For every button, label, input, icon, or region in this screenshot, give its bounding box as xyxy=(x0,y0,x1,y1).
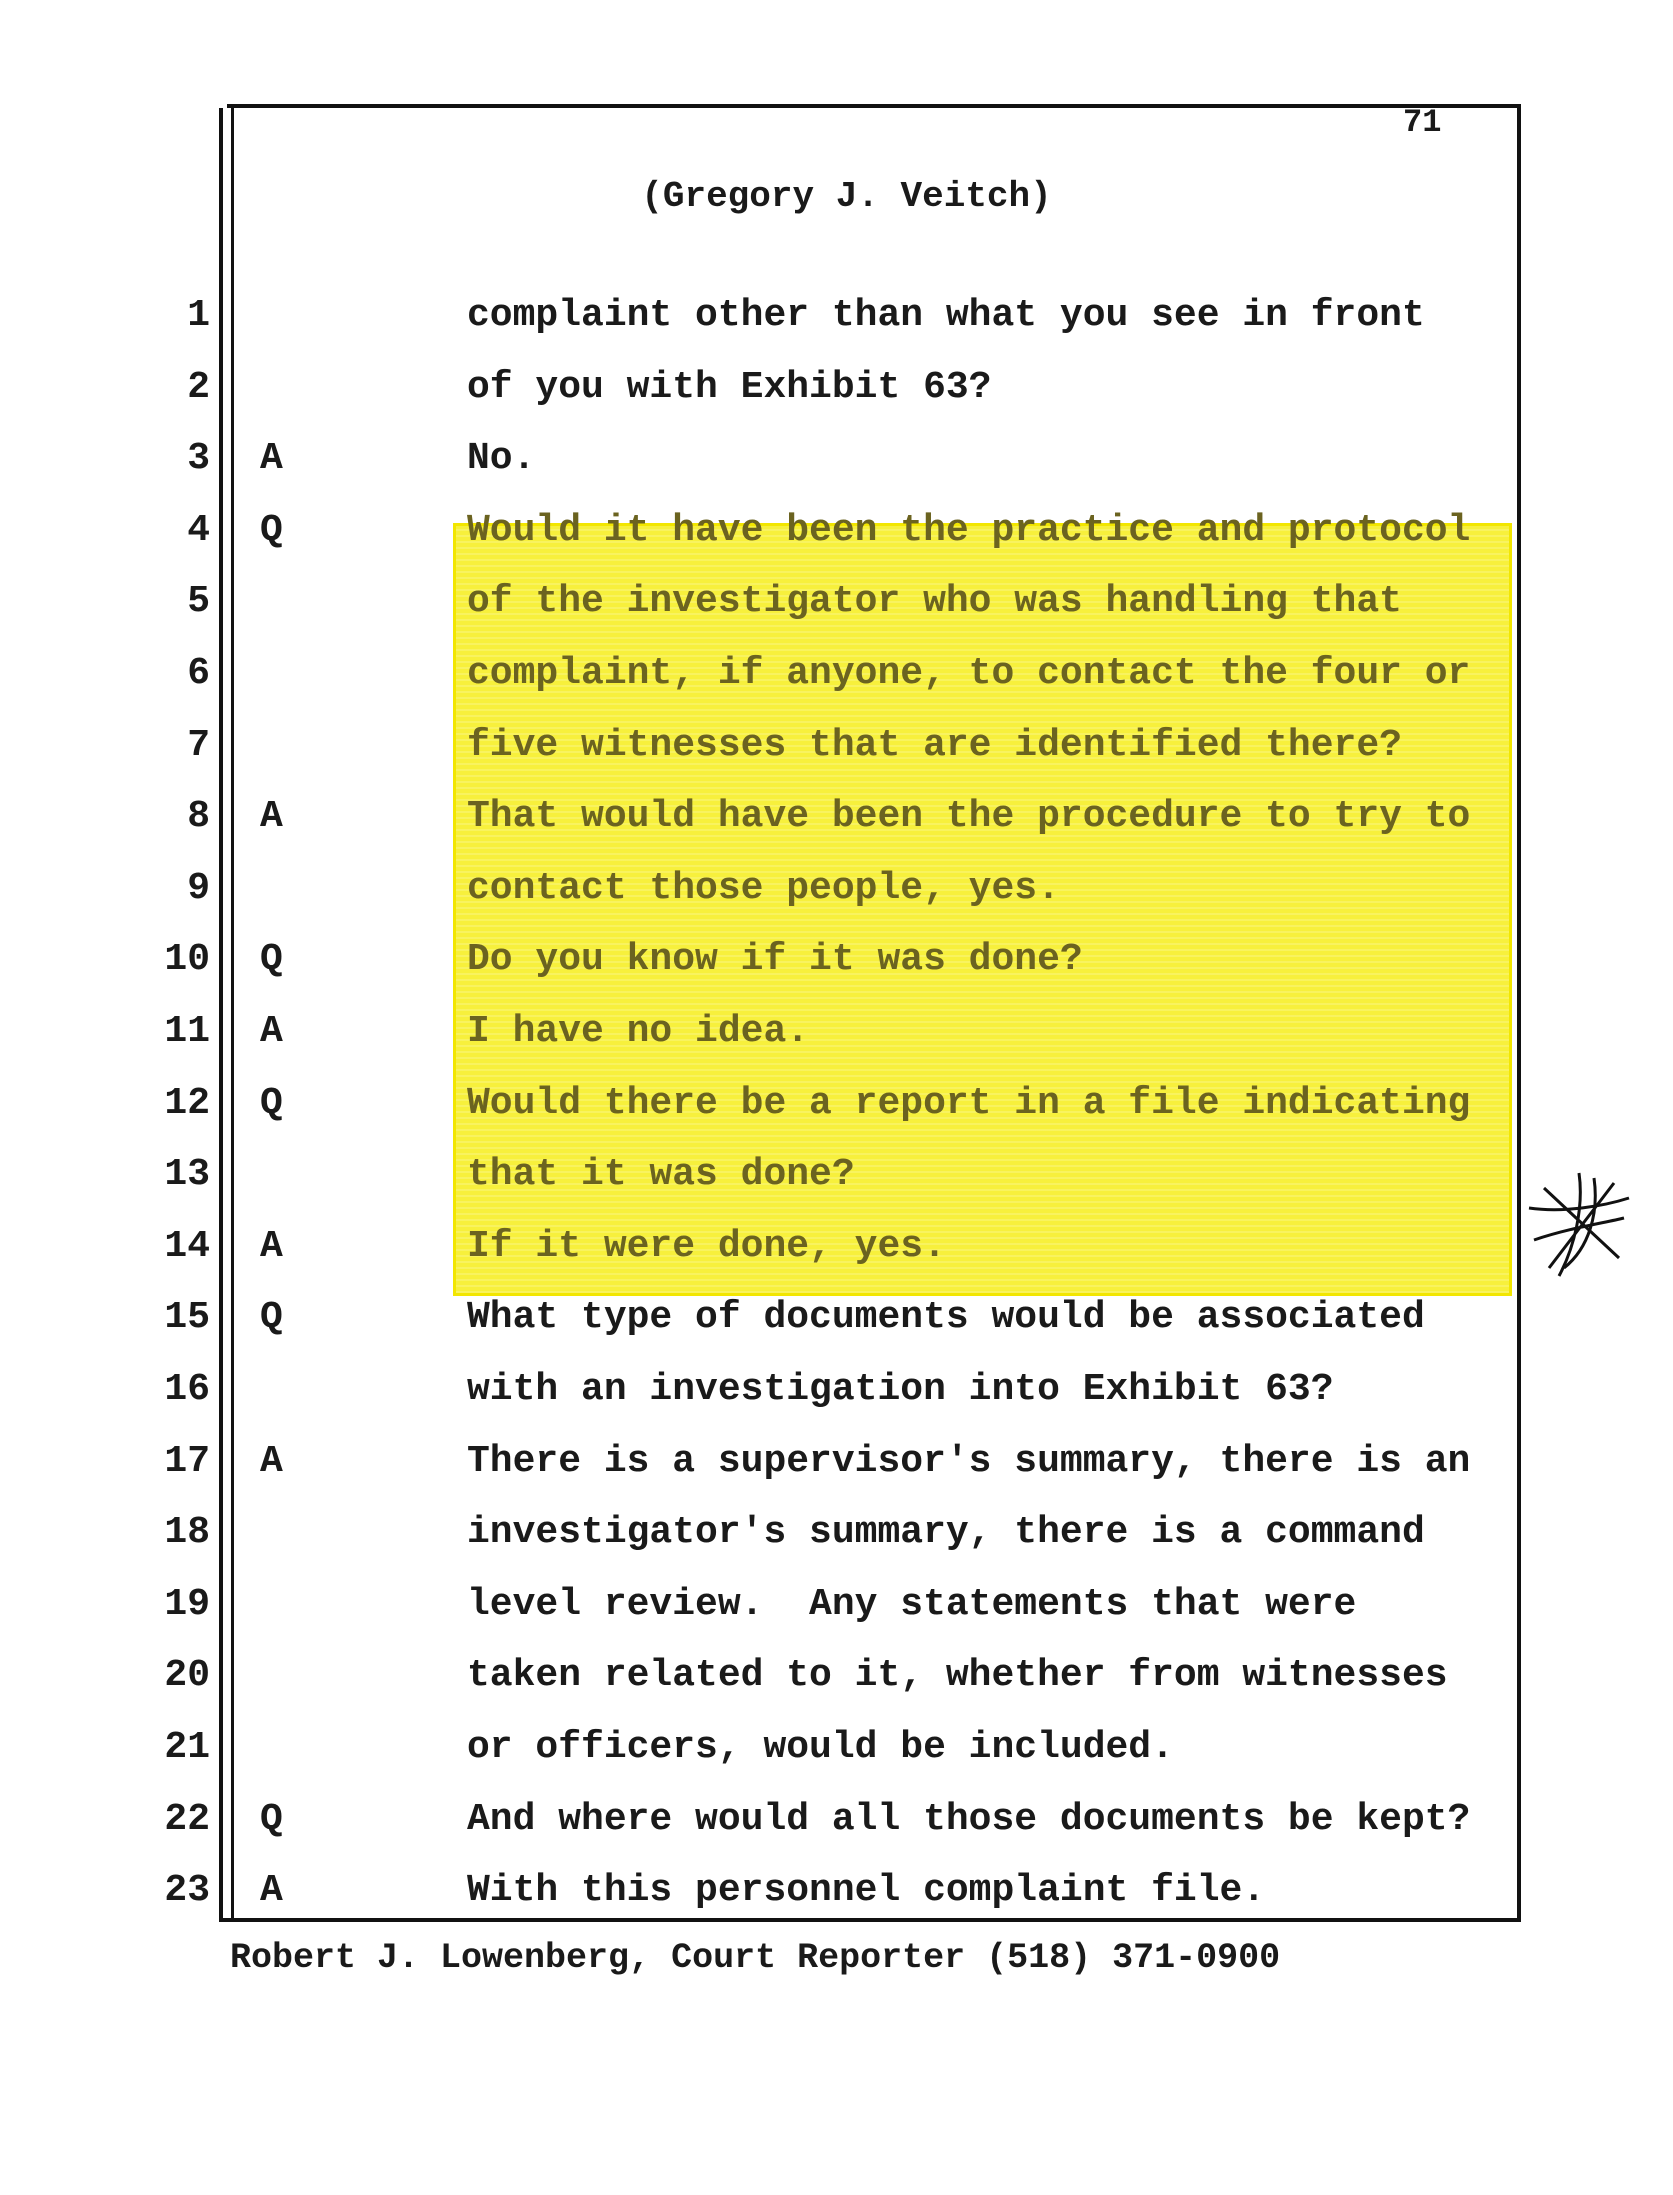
line-number: 5 xyxy=(187,580,210,624)
transcript-line: 2 of you with Exhibit 63? xyxy=(0,366,1673,426)
line-number: 9 xyxy=(187,866,210,910)
speaker-label: A xyxy=(260,1010,283,1053)
transcript-line: 21 or officers, would be included. xyxy=(0,1726,1673,1786)
line-number: 11 xyxy=(164,1010,210,1053)
transcript-line: 12 Q Would there be a report in a file ind… xyxy=(0,1082,1673,1142)
speaker-label: Q xyxy=(260,1797,283,1841)
transcript-line: 9 contact those people, yes. xyxy=(0,867,1673,927)
margin-rule-outer xyxy=(219,108,223,1922)
line-number: 2 xyxy=(187,365,210,409)
line-text: No. xyxy=(467,437,536,481)
speaker-label: Q xyxy=(260,1296,283,1340)
transcript-line: 10 Q Do you know if it was done? xyxy=(0,938,1673,998)
line-text: or officers, would be included. xyxy=(467,1726,1174,1769)
line-text: Do you know if it was done? xyxy=(467,938,1083,982)
line-number: 22 xyxy=(164,1797,210,1841)
line-text: with an investigation into Exhibit 63? xyxy=(467,1368,1334,1411)
page-number: 71 xyxy=(1403,104,1442,141)
transcript-line: 5 of the investigator who was handling th… xyxy=(0,580,1673,640)
line-number: 13 xyxy=(164,1153,210,1197)
line-text: taken related to it, whether from witnes… xyxy=(467,1654,1448,1698)
line-text: If it were done, yes. xyxy=(467,1224,946,1268)
margin-rule-inner xyxy=(231,108,234,1922)
line-number: 14 xyxy=(164,1224,210,1268)
line-number: 21 xyxy=(164,1726,210,1769)
line-number: 7 xyxy=(187,723,210,767)
transcript-line: 6 complaint, if anyone, to contact the fo… xyxy=(0,652,1673,712)
speaker-label: A xyxy=(260,1439,283,1483)
speaker-label: Q xyxy=(260,508,283,552)
transcript-line: 23 A With this personnel complaint file. xyxy=(0,1869,1673,1929)
line-number: 19 xyxy=(164,1582,210,1626)
transcript-line: 15 Q What type of documents would be assoc… xyxy=(0,1296,1673,1356)
line-text: What type of documents would be associat… xyxy=(467,1296,1425,1340)
line-text: Would it have been the practice and prot… xyxy=(467,508,1471,552)
court-reporter-footer: Robert J. Lowenberg, Court Reporter (518… xyxy=(230,1938,1281,1978)
line-number: 1 xyxy=(187,294,210,337)
line-text: I have no idea. xyxy=(467,1010,810,1053)
line-text: That would have been the procedure to tr… xyxy=(467,795,1471,839)
line-text: of you with Exhibit 63? xyxy=(467,365,992,409)
line-number: 20 xyxy=(164,1654,210,1698)
line-number: 16 xyxy=(164,1368,210,1411)
line-text: There is a supervisor's summary, there i… xyxy=(467,1439,1471,1483)
transcript-line: 22 Q And where would all those documents b… xyxy=(0,1798,1673,1858)
page-frame-bottom xyxy=(219,1918,1521,1922)
line-text: five witnesses that are identified there… xyxy=(467,723,1402,767)
transcript-line: 13 that it was done? xyxy=(0,1153,1673,1213)
transcript-line: 8 A That would have been the procedure to … xyxy=(0,795,1673,855)
line-text: complaint, if anyone, to contact the fou… xyxy=(467,652,1471,695)
transcript-line: 3 A No. xyxy=(0,437,1673,497)
witness-header: (Gregory J. Veitch) xyxy=(641,176,1052,217)
line-text: that it was done? xyxy=(467,1153,855,1197)
line-text: investigator's summary, there is a comma… xyxy=(467,1511,1425,1555)
transcript-line: 16 with an investigation into Exhibit 63? xyxy=(0,1368,1673,1428)
line-number: 23 xyxy=(164,1869,210,1913)
asterisk-mark-icon xyxy=(1528,1172,1630,1277)
speaker-label: A xyxy=(260,1224,283,1268)
speaker-label: A xyxy=(260,437,283,481)
transcript-line: 18 investigator's summary, there is a com… xyxy=(0,1511,1673,1571)
transcript-line: 11 A I have no idea. xyxy=(0,1010,1673,1070)
line-number: 8 xyxy=(187,795,210,839)
page-frame-top xyxy=(227,104,1521,108)
line-text: With this personnel complaint file. xyxy=(467,1869,1266,1913)
line-number: 15 xyxy=(164,1296,210,1340)
line-text: complaint other than what you see in fro… xyxy=(467,294,1425,337)
transcript-line: 1 complaint other than what you see in fr… xyxy=(0,294,1673,354)
highlighted-passage xyxy=(453,523,1512,1296)
line-number: 3 xyxy=(187,437,210,481)
line-number: 18 xyxy=(164,1511,210,1555)
transcript-line: 17 A There is a supervisor's summary, ther… xyxy=(0,1440,1673,1500)
line-number: 4 xyxy=(187,508,210,552)
page-frame-right xyxy=(1517,104,1521,1922)
line-number: 6 xyxy=(187,652,210,695)
line-number: 12 xyxy=(164,1081,210,1125)
transcript-line: 20 taken related to it, whether from witn… xyxy=(0,1654,1673,1714)
line-text: Would there be a report in a file indica… xyxy=(467,1081,1471,1125)
line-text: contact those people, yes. xyxy=(467,866,1060,910)
line-text: And where would all those documents be k… xyxy=(467,1797,1471,1841)
speaker-label: A xyxy=(260,1869,283,1913)
speaker-label: Q xyxy=(260,938,283,982)
line-number: 17 xyxy=(164,1439,210,1483)
line-text: of the investigator who was handling tha… xyxy=(467,580,1402,624)
transcript-line: 19 level review. Any statements that were xyxy=(0,1583,1673,1643)
transcript-line: 14 A If it were done, yes. xyxy=(0,1225,1673,1285)
speaker-label: Q xyxy=(260,1081,283,1125)
line-number: 10 xyxy=(164,938,210,982)
speaker-label: A xyxy=(260,795,283,839)
transcript-line: 4 Q Would it have been the practice and pr… xyxy=(0,509,1673,569)
line-text: level review. Any statements that were xyxy=(467,1582,1357,1626)
transcript-line: 7 five witnesses that are identified ther… xyxy=(0,724,1673,784)
